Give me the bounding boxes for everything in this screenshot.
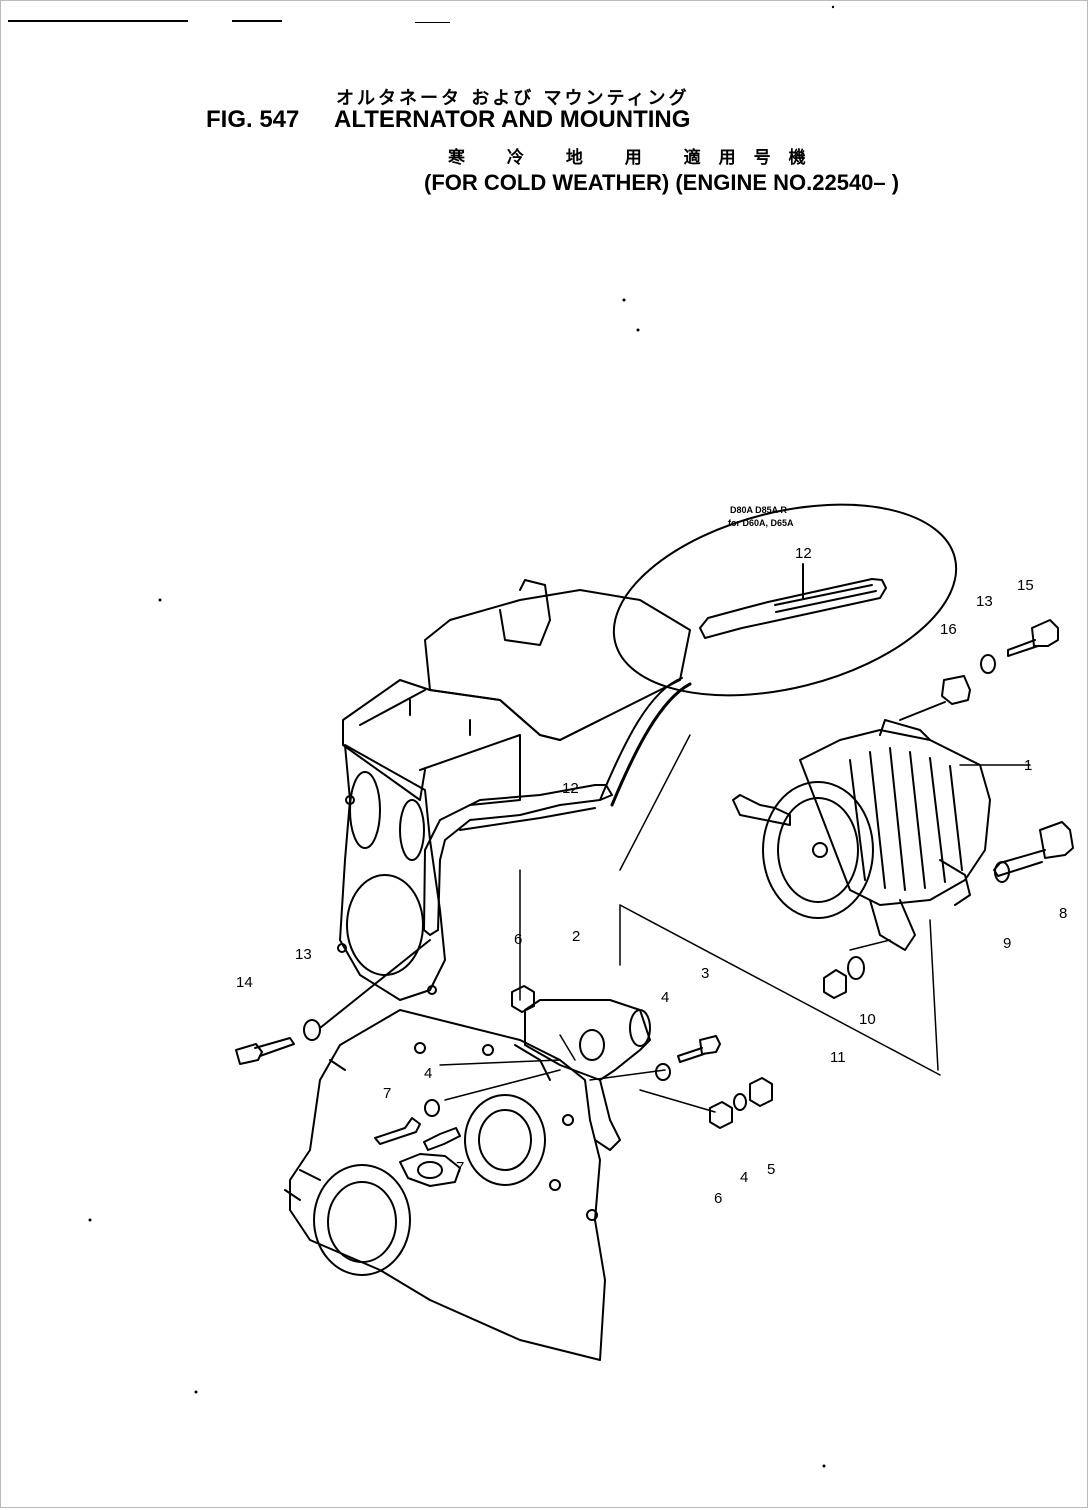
upper-housing (342, 579, 691, 806)
callout-11: 11 (830, 1049, 846, 1066)
washer-13-upper (980, 654, 996, 674)
scan-specks (88, 5, 835, 1468)
inset-note-line1: D80A D85A R (730, 505, 787, 515)
callout-4b: 4 (424, 1065, 432, 1082)
alternator (732, 719, 991, 951)
washer-13-lower (303, 1019, 321, 1041)
washer-10 (847, 956, 865, 980)
callout-12: 12 (562, 780, 579, 797)
bolt-8 (993, 821, 1074, 877)
callout-4a: 4 (661, 989, 669, 1006)
nut-6-lower (709, 1101, 733, 1129)
bolt-14 (235, 1037, 295, 1065)
page-title: ALTERNATOR AND MOUNTING (334, 106, 691, 133)
callout-9: 9 (1003, 935, 1011, 952)
callout-7b: 7 (456, 1159, 464, 1176)
washer-9 (994, 861, 1010, 883)
nut-11 (823, 969, 847, 999)
callout-13b: 13 (295, 946, 312, 963)
adjusting-bracket (423, 784, 613, 936)
callout-labels: 1 2 3 4 4 4 5 6 6 7 7 8 9 10 11 12 13 13… (236, 545, 1067, 1207)
inset-oval: D80A D85A R for D60A, D65A (599, 503, 958, 807)
bolt-3 (677, 1035, 721, 1063)
callout-6b: 6 (714, 1190, 722, 1207)
washer-4-right (655, 1063, 671, 1081)
callout-15: 15 (1017, 577, 1034, 594)
callout-5: 5 (767, 1161, 775, 1178)
subtitle-japanese: 寒 冷 地 用 適用号機 (448, 148, 824, 168)
scan-mark (232, 20, 282, 22)
callout-4c: 4 (740, 1169, 748, 1186)
callout-1: 1 (1024, 757, 1032, 774)
bolt-15 (1007, 619, 1059, 657)
scan-mark (8, 20, 188, 22)
gear-case (337, 744, 446, 1001)
callout-8: 8 (1059, 905, 1067, 922)
callout-10: 10 (859, 1011, 876, 1028)
callout-16: 16 (940, 621, 957, 638)
timing-cover (284, 1009, 606, 1361)
title-japanese: オルタネータ および マウンティング (336, 88, 690, 109)
nut-6-upper (511, 985, 535, 1013)
gasket (399, 1153, 461, 1187)
bolt-7-right (423, 1127, 461, 1151)
scan-mark (415, 22, 450, 23)
callout-7a: 7 (383, 1085, 391, 1102)
bolt-7-left (374, 1117, 421, 1145)
callout-6a: 6 (514, 931, 522, 948)
adjusting-bracket-variant (699, 578, 887, 639)
callout-3: 3 (701, 965, 709, 982)
leader-lines (439, 734, 1031, 1113)
inset-note-line2: for D60A, D65A (728, 518, 794, 528)
callout-13a: 13 (976, 593, 993, 610)
callout-inset-12: 12 (795, 545, 812, 562)
page-subtitle: (FOR COLD WEATHER) (ENGINE NO.22540– ) (424, 170, 900, 195)
nut-5 (749, 1077, 773, 1107)
callout-2: 2 (572, 928, 580, 945)
callout-14: 14 (236, 974, 253, 991)
washer-4-lower (733, 1093, 747, 1111)
clip-16 (941, 675, 971, 705)
figure-number: FIG. 547 (206, 106, 300, 133)
washer-4-left (424, 1099, 440, 1117)
